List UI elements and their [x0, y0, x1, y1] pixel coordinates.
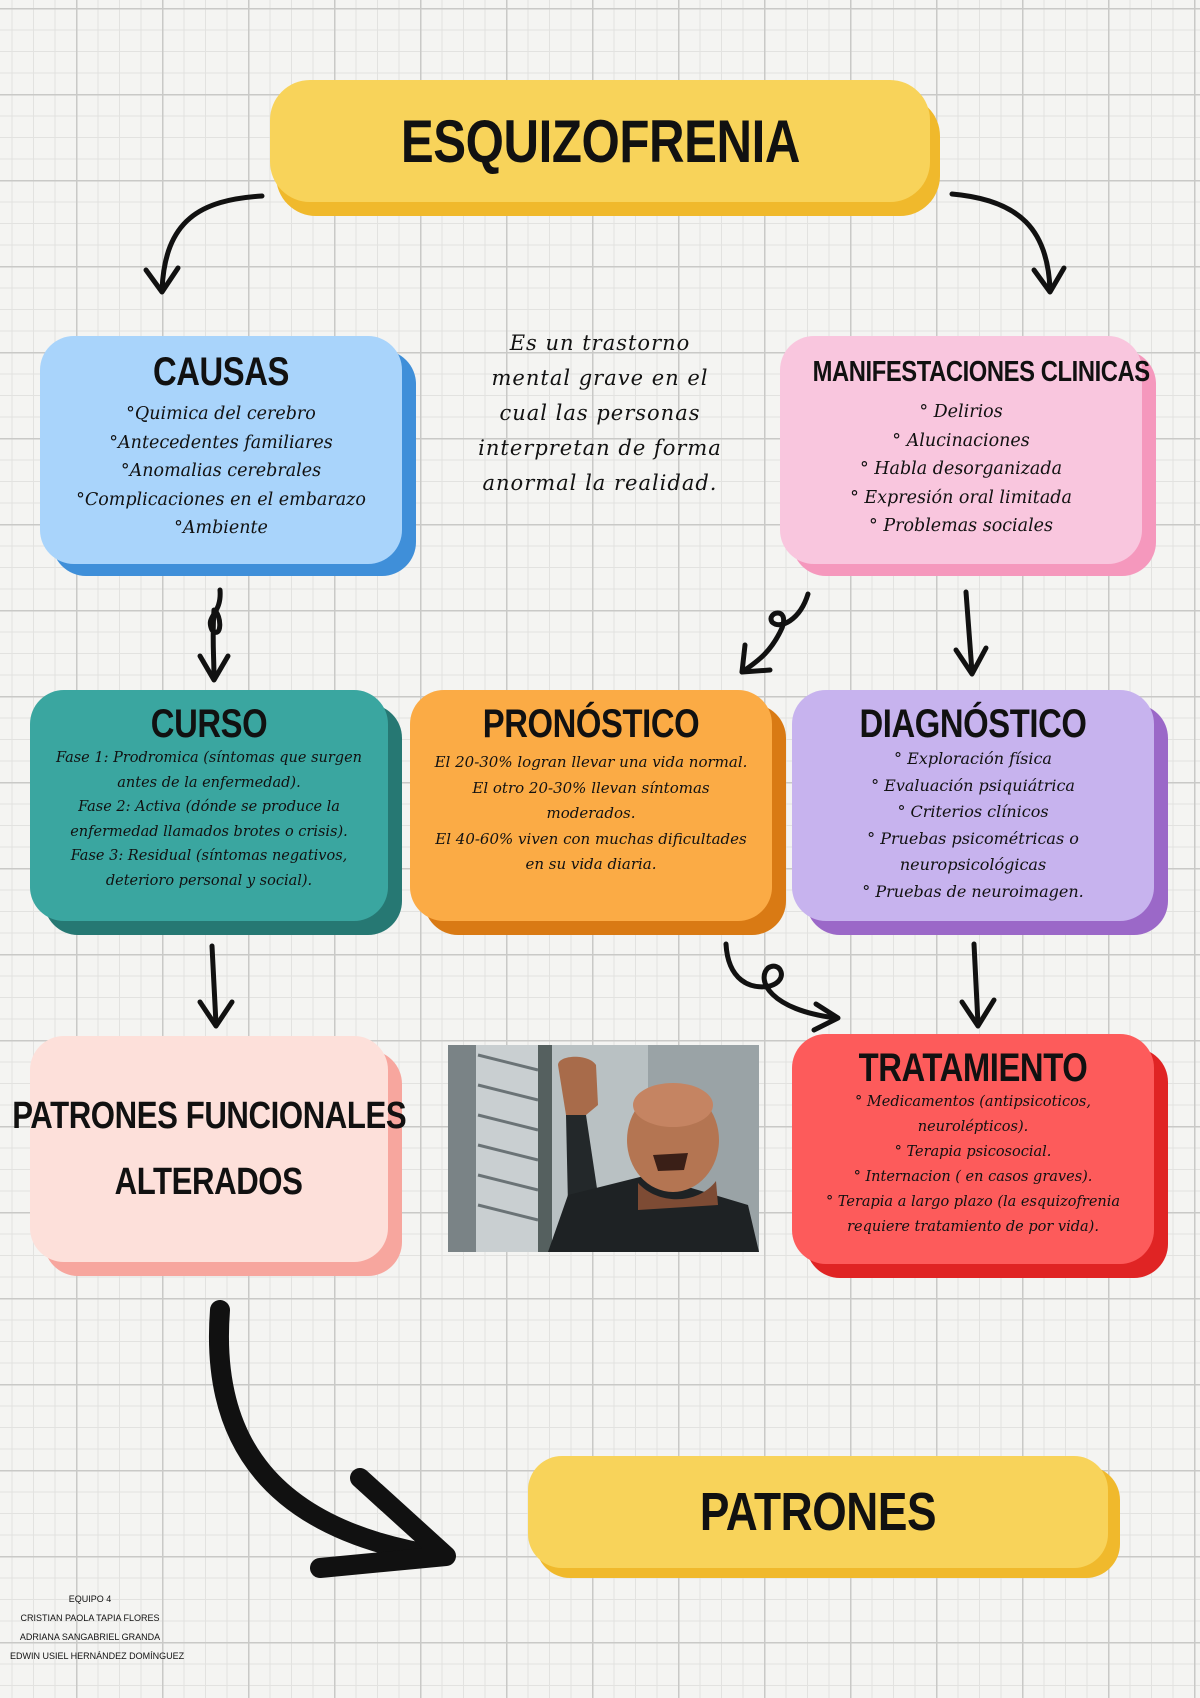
- causas-box: CAUSAS °Quimica del cerebro °Antecedente…: [40, 336, 416, 576]
- arrow-diagnostico-tratamiento: [971, 941, 981, 1027]
- tratamiento-box: TRATAMIENTO ° Medicamentos (antipsicotic…: [792, 1034, 1168, 1278]
- manifestaciones-heading: MANIFESTACIONES CLINICAS: [812, 356, 1151, 388]
- diagnostico-heading: DIAGNÓSTICO: [859, 702, 1087, 746]
- photo-illustration: [448, 1045, 759, 1252]
- curso-item: Fase 2: Activa (dónde se produce la enfe…: [70, 799, 348, 840]
- tratamiento-heading: TRATAMIENTO: [858, 1046, 1088, 1090]
- tratamiento-item: ° Internacion ( en casos graves).: [853, 1169, 1093, 1185]
- tratamiento-item: ° Terapia a largo plazo (la esquizofreni…: [825, 1194, 1121, 1235]
- pronostico-item: El 20-30% logran llevar una vida normal.: [434, 753, 748, 771]
- arrowhead: [811, 1001, 841, 1033]
- curso-item: Fase 1: Prodromica (síntomas que surgen …: [56, 750, 362, 791]
- arrowhead-big: [310, 1468, 456, 1578]
- arrow-pronostico-tratamiento: [723, 941, 839, 1021]
- arrow-curso-patrones: [209, 943, 219, 1027]
- arrow-causas-curso: [207, 587, 223, 681]
- patrones-funcionales-line2: ALTERADOS: [115, 1161, 303, 1203]
- diagnostico-item: ° Pruebas de neuroimagen.: [862, 881, 1084, 901]
- page-title: ESQUIZOFRENIA: [400, 107, 800, 175]
- arrow-title-causas: [159, 193, 265, 293]
- distressed-man-photo: [448, 1045, 759, 1252]
- patrones-funcionales-box: PATRONES FUNCIONALES ALTERADOS: [12, 1036, 406, 1276]
- causas-heading: CAUSAS: [152, 350, 290, 394]
- arrow-manif-diagnostico: [963, 589, 975, 675]
- diagnostico-item: ° Pruebas psicométricas o neuropsicológi…: [867, 828, 1079, 875]
- manifestaciones-item: ° Expresión oral limitada: [850, 487, 1072, 508]
- definition-text: Es un trastorno mental grave en el cual …: [478, 331, 722, 495]
- credits: EQUIPO 4 CRISTIAN PAOLA TAPIA FLORES ADR…: [10, 1590, 185, 1666]
- causas-item: °Quimica del cerebro: [126, 404, 316, 424]
- credit-line: EDWIN USIEL HERNÁNDEZ DOMÍNGUEZ: [10, 1651, 185, 1661]
- arrow-manif-pronostico: [739, 591, 811, 675]
- tratamiento-item: ° Terapia psicosocial.: [894, 1144, 1052, 1160]
- arrowhead: [143, 265, 181, 295]
- causas-item: °Complicaciones en el embarazo: [76, 489, 366, 510]
- curso-heading: CURSO: [150, 702, 268, 746]
- patrones-funcionales-line1: PATRONES FUNCIONALES: [11, 1095, 407, 1137]
- tratamiento-item: ° Medicamentos (antipsicoticos, neurolép…: [855, 1094, 1091, 1135]
- manifestaciones-item: ° Delirios: [919, 402, 1003, 422]
- arrowhead: [197, 653, 231, 683]
- manifestaciones-item: ° Problemas sociales: [869, 516, 1053, 536]
- pronostico-box: PRONÓSTICO El 20-30% logran llevar una v…: [410, 690, 786, 935]
- curso-box: CURSO Fase 1: Prodromica (síntomas que s…: [30, 690, 402, 935]
- arrowhead: [1031, 265, 1067, 295]
- credit-line: ADRIANA SANGABRIEL GRANDA: [19, 1632, 161, 1642]
- arrowhead: [739, 642, 773, 675]
- credit-line: EQUIPO 4: [68, 1594, 112, 1604]
- arrow-big-to-patrones: [209, 1300, 450, 1566]
- diagnostico-item: ° Exploración física: [894, 749, 1052, 768]
- arrow-title-manifestaciones: [949, 191, 1053, 293]
- diagnostico-box: DIAGNÓSTICO ° Exploración física ° Evalu…: [792, 690, 1168, 935]
- curso-item: Fase 3: Residual (síntomas negativos, de…: [70, 848, 348, 889]
- causas-item: °Anomalias cerebrales: [120, 461, 322, 481]
- pronostico-item: El 40-60% viven con muchas dificultades …: [435, 829, 747, 874]
- manifestaciones-item: ° Habla desorganizada: [859, 459, 1063, 479]
- pronostico-heading: PRONÓSTICO: [482, 702, 700, 746]
- arrowhead: [197, 999, 235, 1029]
- manifestaciones-item: ° Alucinaciones: [892, 430, 1030, 451]
- title-pill: ESQUIZOFRENIA: [270, 80, 940, 216]
- diagnostico-item: ° Criterios clínicos: [897, 802, 1049, 821]
- causas-item: °Antecedentes familiares: [109, 432, 333, 453]
- pronostico-item: El otro 20-30% llevan síntomas moderados…: [472, 778, 710, 823]
- patrones-title: PATRONES: [699, 1482, 937, 1542]
- patrones-pill: PATRONES: [528, 1456, 1120, 1578]
- causas-item: °Ambiente: [174, 518, 268, 538]
- credit-line: CRISTIAN PAOLA TAPIA FLORES: [20, 1613, 160, 1623]
- arrowhead: [959, 997, 997, 1029]
- arrowhead: [953, 645, 989, 677]
- diagnostico-item: ° Evaluación psiquiátrica: [871, 775, 1075, 795]
- manifestaciones-box: MANIFESTACIONES CLINICAS ° Delirios ° Al…: [780, 336, 1156, 576]
